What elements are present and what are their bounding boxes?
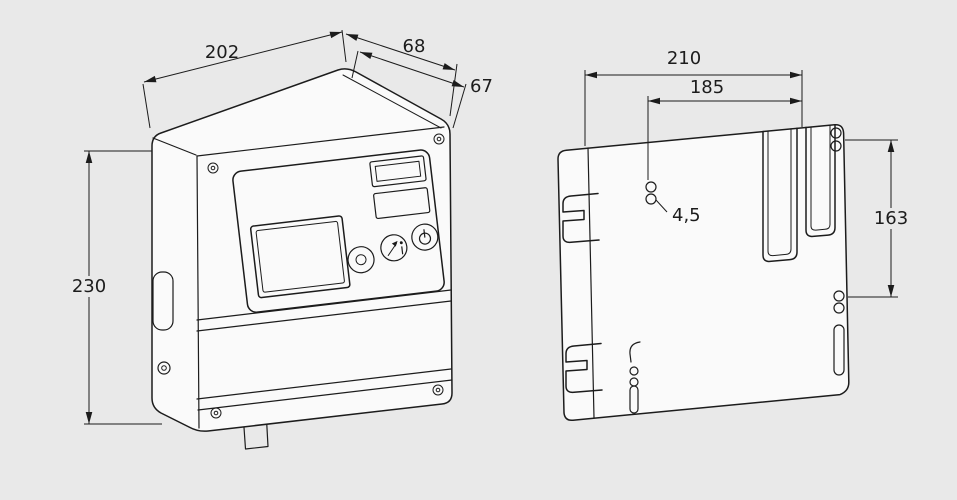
- dim-rear-hole-spacing-x-label: 185: [690, 77, 724, 98]
- dim-front-height: 230: [70, 150, 162, 425]
- dim-front-depth-inner-label: 67: [470, 76, 493, 97]
- side-screw-center: [161, 365, 167, 371]
- cable-cutout: [762, 127, 798, 263]
- screw-holes: [830, 127, 842, 152]
- dim-rear-hole-spacing-y-label: 163: [874, 208, 908, 229]
- seam-line: [196, 300, 452, 332]
- power-icon: [418, 229, 432, 245]
- mounting-slot: [833, 324, 845, 376]
- top-front-edge: [196, 126, 445, 157]
- dim-rear-hole-diameter: 4,5: [655, 199, 701, 226]
- control-panel-outline: [232, 149, 445, 313]
- selector-button-dot: [355, 254, 367, 266]
- rear-panel-outline: [557, 124, 850, 422]
- top-left-edge: [152, 137, 197, 156]
- info-icon: [387, 240, 404, 257]
- lcd-display-inner: [255, 220, 345, 293]
- corner-screw: [207, 162, 219, 174]
- dim-rear-width: 210: [584, 48, 803, 146]
- dim-front-height-label: 230: [72, 276, 106, 297]
- mounting-hook: [565, 342, 603, 394]
- front-view: 202 68 67 230: [70, 29, 493, 450]
- display-window: [369, 155, 427, 188]
- dim-front-depth-inner: 67: [351, 50, 493, 129]
- dim-front-depth-outer-label: 68: [403, 36, 426, 57]
- dim-rear-width-label: 210: [667, 48, 701, 69]
- side-clip: [152, 271, 174, 331]
- seam-line: [196, 368, 452, 400]
- rear-view: 210 185 4,5 163: [557, 48, 910, 422]
- lcd-display: [249, 215, 351, 299]
- left-front-edge: [196, 155, 200, 429]
- dim-front-width-label: 202: [205, 42, 239, 63]
- bottom-tab: [243, 423, 269, 450]
- control-panel: [232, 149, 445, 313]
- dim-front-width: 202: [142, 29, 347, 129]
- keyhole-mount: [833, 290, 845, 314]
- corner-screw: [433, 133, 445, 145]
- dim-rear-hole-spacing-x: 185: [647, 77, 802, 180]
- seam-line: [197, 379, 453, 411]
- keyhole-mount: [645, 181, 657, 205]
- side-fold-edge: [587, 147, 595, 419]
- info-button: [380, 234, 408, 262]
- cable-hook: [629, 341, 641, 363]
- corner-screw: [210, 407, 222, 419]
- cable-cutout: [805, 124, 836, 238]
- mounting-slot: [629, 385, 639, 414]
- dim-rear-hole-spacing-y: 163: [845, 139, 910, 298]
- display-window-inner: [374, 160, 422, 182]
- selector-button: [347, 246, 375, 274]
- dim-rear-hole-diameter-label: 4,5: [672, 205, 701, 226]
- label-window: [373, 187, 431, 220]
- mounting-hook: [562, 192, 600, 244]
- top-face-seam: [342, 74, 442, 129]
- corner-screw: [432, 384, 444, 396]
- side-screw: [157, 361, 171, 375]
- power-button: [411, 223, 439, 251]
